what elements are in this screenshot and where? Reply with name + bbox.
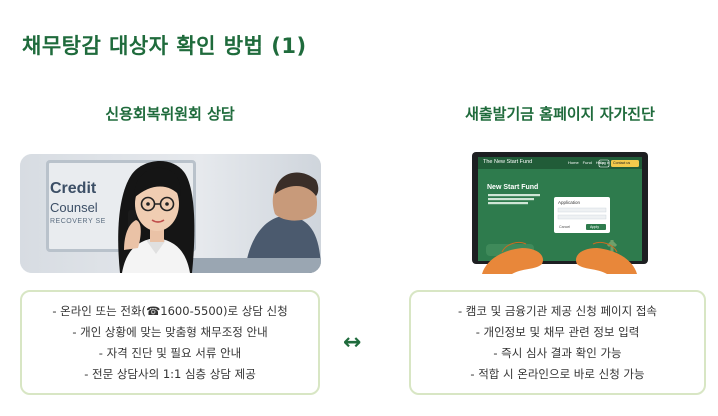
list-item: - 자격 진단 및 필요 서류 안내 xyxy=(98,345,242,360)
right-column-title: 새출발기금 홈페이지 자가진단 xyxy=(465,105,655,123)
site-name: The New Start Fund xyxy=(483,159,533,165)
list-item: - 적합 시 온라인으로 바로 신청 가능 xyxy=(470,366,645,381)
site-form-title: Application xyxy=(558,200,581,205)
counselor-figure xyxy=(118,160,321,273)
site-form-submit: Apply xyxy=(590,225,599,229)
site-nav-item: Home xyxy=(568,160,579,165)
counselor-illustration: Credit Counsel RECOVERY SE xyxy=(20,154,321,273)
bidirectional-arrow-icon: ↔ xyxy=(343,330,362,355)
laptop-figure xyxy=(472,152,648,274)
list-item: - 즉시 심사 결과 확인 가능 xyxy=(493,345,622,360)
list-item: - 온라인 또는 전화(☎1600-5500)로 상담 신청 xyxy=(52,303,288,318)
site-login-button: Log in xyxy=(600,161,610,165)
site-nav: Home Fund Help xyxy=(568,160,604,165)
laptop-illustration: The New Start Fund Home Fund Help Log in… xyxy=(462,152,657,274)
site-hero-title: New Start Fund xyxy=(487,184,539,191)
self-diagnosis-steps-box: - 캠코 및 금융기관 제공 신청 페이지 접속 - 개인정보 및 채무 관련 … xyxy=(409,290,706,395)
sign-text-3: RECOVERY SE xyxy=(50,218,106,225)
left-column-title: 신용회복위원회 상담 xyxy=(105,105,235,123)
list-item: - 전문 상담사의 1:1 심층 상담 제공 xyxy=(84,366,256,381)
list-item: - 캠코 및 금융기관 제공 신청 페이지 접속 xyxy=(457,303,658,318)
list-item: - 개인정보 및 채무 관련 정보 입력 xyxy=(475,324,640,339)
list-item: - 개인 상황에 맞는 맞춤형 채무조정 안내 xyxy=(72,324,268,339)
counseling-steps-box: - 온라인 또는 전화(☎1600-5500)로 상담 신청 - 개인 상황에 … xyxy=(20,290,320,395)
site-cta-button: Contact us xyxy=(613,161,631,165)
sign-text-1: Credit xyxy=(50,180,97,197)
site-form-cancel: Cancel xyxy=(559,225,571,229)
page-title: 채무탕감 대상자 확인 방법 (1) xyxy=(22,34,307,58)
site-nav-item: Fund xyxy=(582,160,592,165)
site-nav-item: Help xyxy=(595,160,605,165)
sign-text-2: Counsel xyxy=(50,200,98,215)
